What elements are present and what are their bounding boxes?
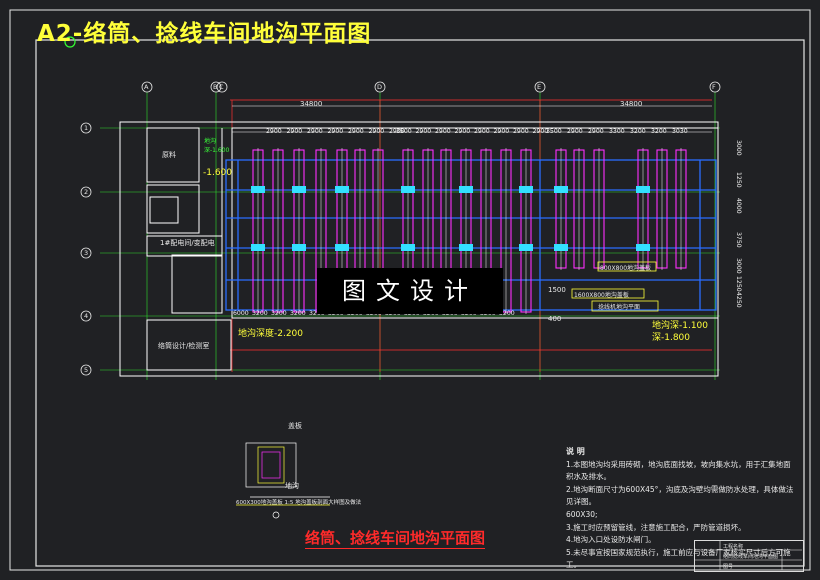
dimension-value: 3500: [396, 128, 412, 135]
top-dimension-strip: [232, 105, 712, 133]
axis-label-3: 3: [84, 249, 89, 257]
dimension-1500: 1500: [548, 286, 566, 294]
dimension-value: 2900: [286, 128, 303, 135]
dimension-value: 4250: [735, 292, 742, 308]
dimension-value: 2900: [415, 128, 432, 135]
dimension-value: 2900: [493, 128, 510, 135]
dimension-value: 1250: [735, 276, 742, 292]
dimension-400: 400: [548, 315, 562, 323]
room-label-power: 1#配电间/变配电: [160, 239, 215, 247]
drawing-title: A2-络筒、捻线车间地沟平面图: [37, 21, 372, 47]
cover-note-1: 800X800地沟盖板: [600, 265, 652, 272]
title-block-number: 图号: [723, 564, 734, 570]
note-item: 2.地沟断面尺寸为600X45°，沟底及沟壁均需做防水处理，具体做法见详图。: [566, 484, 794, 507]
dimension-value: 1250: [735, 172, 742, 188]
drawing-frame: [35, 39, 805, 567]
sheet-frame: [9, 9, 811, 571]
dimension-value: 2900: [266, 128, 282, 135]
note-item: 1.本图地沟均采用砖砌，地沟底面找坡，坡向集水坑，用于汇集地面积水及排水。: [566, 459, 791, 482]
cover-note-2: 1600X800地沟盖板: [574, 292, 629, 299]
dimension-value: 3000: [735, 140, 742, 156]
dimension-value: 3750: [735, 232, 742, 248]
dimension-value: 3030: [672, 128, 688, 135]
drawing-caption: 络筒、捻线车间地沟平面图: [305, 529, 486, 549]
detail-note-trench: 地沟: [285, 482, 299, 490]
axis-label-4: 4: [84, 312, 89, 320]
elevation-bottom: 地沟深度-2.200: [238, 329, 304, 339]
title-block-project: 工程名称: [723, 544, 744, 550]
dimension-value: 2900: [307, 128, 323, 135]
watermark-label: 图文设计: [317, 268, 503, 314]
axis-label-c: C: [219, 83, 224, 91]
dimension-value: 2900: [389, 128, 405, 135]
dimension-value: 2900: [588, 128, 604, 135]
note-item: 600X30;: [566, 509, 598, 519]
dimension-value: 2900: [348, 128, 364, 135]
axis-label-b: B: [213, 83, 218, 91]
note-item: 4.地沟入口处设防水闸门。: [566, 535, 656, 545]
axis-label-2: 2: [84, 188, 89, 196]
dimension-value: 3000: [735, 258, 742, 274]
building-outline: [119, 121, 719, 377]
dimension-value: 2900: [368, 128, 385, 135]
elevation-right-1: 地沟深-1.100: [652, 321, 709, 331]
room-label-testing: 络筒设计/检测室: [158, 342, 210, 350]
dimension-value: 2900: [513, 128, 529, 135]
axis-label-1: 1: [84, 124, 89, 132]
trench-depth-note: 地沟深-1.600: [204, 138, 230, 154]
dimension-value: 6000: [233, 310, 249, 317]
dimension-value: 3200: [499, 310, 515, 317]
elevation-left: -1.600: [203, 168, 233, 178]
dimension-value: 3200: [651, 128, 667, 135]
dimension-value: 3200: [252, 310, 268, 317]
dimension-value: 2900: [435, 128, 451, 135]
detail-drawing: [236, 442, 330, 519]
elevation-right-2: 深-1.800: [652, 333, 691, 343]
axis-label-d: D: [377, 83, 383, 91]
axis-label-a: A: [144, 83, 149, 91]
detail-note-cover: 盖板: [288, 422, 302, 430]
cover-note-3: 捻线机地沟平面: [598, 304, 641, 311]
dimension-value: 3300: [609, 128, 625, 135]
title-block-name: 络筒捻线车间地沟平面图: [723, 554, 779, 560]
dimension-value: 2900: [454, 128, 471, 135]
axis-bubbles: [80, 81, 721, 376]
dimension-value: 2900: [474, 128, 490, 135]
dimension-value: 3200: [309, 310, 325, 317]
dimension-value: 2900: [567, 128, 583, 135]
dimension-value: 4000: [735, 198, 742, 214]
dimension-value: 2900: [532, 128, 549, 135]
title-block-lines: [694, 540, 802, 570]
dimension-value: 3500: [546, 128, 562, 135]
note-item: 3.施工时应预留管线，注意施工配合，严防管道损坏。: [566, 522, 746, 532]
total-dimension-2: 34800: [620, 100, 643, 108]
detail-caption: 600X300地沟盖板 1:5 地沟盖板剖面大样图及做法: [236, 500, 362, 506]
dimension-value: 3200: [290, 310, 306, 317]
trench-nodes: [251, 186, 650, 251]
dimension-value: 3200: [630, 128, 646, 135]
dimension-value: 3200: [271, 310, 287, 317]
annotation-boxes: [571, 261, 659, 312]
title-block: 工程名称 络筒捻线车间地沟平面图 图号: [694, 540, 804, 572]
room-label-raw: 原料: [162, 151, 176, 159]
notes-title: 说 明: [566, 447, 585, 456]
axis-label-5: 5: [84, 366, 89, 374]
dimension-value: 2900: [327, 128, 344, 135]
general-notes: 说 明 1.本图地沟均采用砖砌，地沟底面找坡，坡向集水坑，用于汇集地面积水及排水…: [566, 446, 796, 572]
axis-label-e: E: [537, 83, 542, 91]
axis-label-f: F: [712, 83, 716, 91]
total-dimension-1: 34800: [300, 100, 323, 108]
note-item: 5.未尽事宜按国家规范执行，施工前应与设备厂家核实尺寸后方可施工。: [566, 547, 791, 570]
logo-mark: [64, 36, 76, 48]
